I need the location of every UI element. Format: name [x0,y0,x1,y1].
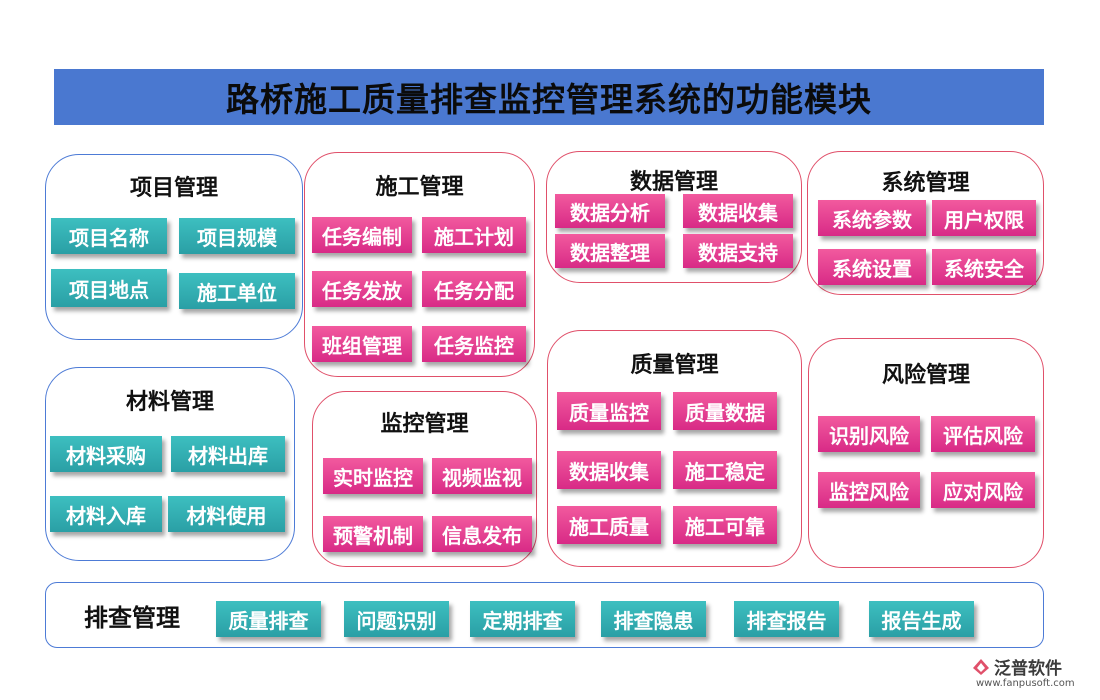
item-construction-reliability[interactable]: 施工可靠 [673,506,777,544]
item-warning-mechanism[interactable]: 预警机制 [323,516,423,552]
item-task-issue[interactable]: 任务发放 [312,271,412,307]
logo-url: www.fanpusoft.com [976,678,1075,689]
item-report-generate[interactable]: 报告生成 [869,601,974,637]
item-quality-data[interactable]: 质量数据 [673,392,777,430]
item-info-publish[interactable]: 信息发布 [432,516,532,552]
module-title: 风险管理 [881,362,970,388]
item-inspection-report[interactable]: 排查报告 [734,601,839,637]
item-user-permission[interactable]: 用户权限 [932,200,1036,236]
item-quality-inspection[interactable]: 质量排查 [216,601,321,637]
module-material: 材料管理 材料采购 材料出库 材料入库 材料使用 [45,367,295,561]
item-project-location[interactable]: 项目地点 [51,269,167,307]
item-material-usage[interactable]: 材料使用 [168,496,285,532]
item-system-settings[interactable]: 系统设置 [818,249,926,285]
title-banner: 路桥施工质量排查监控管理系统的功能模块 [54,69,1044,125]
module-construction: 施工管理 任务编制 施工计划 任务发放 任务分配 班组管理 任务监控 [304,152,535,377]
item-quality-monitor[interactable]: 质量监控 [557,392,661,430]
item-video-surveillance[interactable]: 视频监视 [432,458,532,494]
item-monitor-risk[interactable]: 监控风险 [818,472,920,508]
item-system-params[interactable]: 系统参数 [818,200,926,236]
item-construction-plan[interactable]: 施工计划 [422,217,526,253]
module-title: 项目管理 [129,175,218,201]
item-respond-risk[interactable]: 应对风险 [931,472,1035,508]
module-system: 系统管理 系统参数 用户权限 系统设置 系统安全 [807,151,1044,295]
module-title: 监控管理 [380,411,469,437]
logo-icon [973,659,989,675]
item-identify-risk[interactable]: 识别风险 [818,416,920,452]
item-project-name[interactable]: 项目名称 [51,218,167,254]
module-title: 数据管理 [629,169,718,195]
item-team-manage[interactable]: 班组管理 [312,326,412,362]
item-data-organize[interactable]: 数据整理 [555,234,665,268]
module-title: 质量管理 [630,352,719,378]
module-data: 数据管理 数据分析 数据收集 数据整理 数据支持 [546,151,802,283]
item-problem-identify[interactable]: 问题识别 [344,601,449,637]
item-periodic-inspection[interactable]: 定期排查 [470,601,575,637]
item-project-scale[interactable]: 项目规模 [179,218,295,254]
module-title: 系统管理 [881,170,970,196]
item-data-collect[interactable]: 数据收集 [683,194,793,228]
item-construction-stability[interactable]: 施工稳定 [673,451,777,489]
item-data-support[interactable]: 数据支持 [683,234,793,268]
item-material-inbound[interactable]: 材料入库 [50,496,162,532]
item-task-assign[interactable]: 任务分配 [422,271,526,307]
item-realtime-monitor[interactable]: 实时监控 [323,458,423,494]
item-data-analysis[interactable]: 数据分析 [555,194,665,228]
item-construction-quality[interactable]: 施工质量 [557,506,661,544]
item-task-compile[interactable]: 任务编制 [312,217,412,253]
item-data-collection[interactable]: 数据收集 [557,451,661,489]
item-material-outbound[interactable]: 材料出库 [171,436,285,472]
module-title: 施工管理 [375,174,464,200]
inspection-title: 排查管理 [84,603,180,632]
item-assess-risk[interactable]: 评估风险 [931,416,1035,452]
module-project: 项目管理 项目名称 项目规模 项目地点 施工单位 [45,154,303,340]
module-risk: 风险管理 识别风险 评估风险 监控风险 应对风险 [808,338,1044,568]
brand-logo: 泛普软件 www.fanpusoft.com [970,652,1088,692]
item-construction-unit[interactable]: 施工单位 [179,273,295,309]
module-quality: 质量管理 质量监控 质量数据 数据收集 施工稳定 施工质量 施工可靠 [547,330,802,567]
item-system-security[interactable]: 系统安全 [932,249,1036,285]
item-material-purchase[interactable]: 材料采购 [50,436,162,472]
item-hazard-inspection[interactable]: 排查隐患 [601,601,706,637]
item-task-monitor[interactable]: 任务监控 [422,326,526,362]
module-monitor: 监控管理 实时监控 视频监视 预警机制 信息发布 [312,391,537,567]
page-title: 路桥施工质量排查监控管理系统的功能模块 [226,80,872,119]
module-title: 材料管理 [125,389,214,415]
logo-name: 泛普软件 [994,659,1062,679]
